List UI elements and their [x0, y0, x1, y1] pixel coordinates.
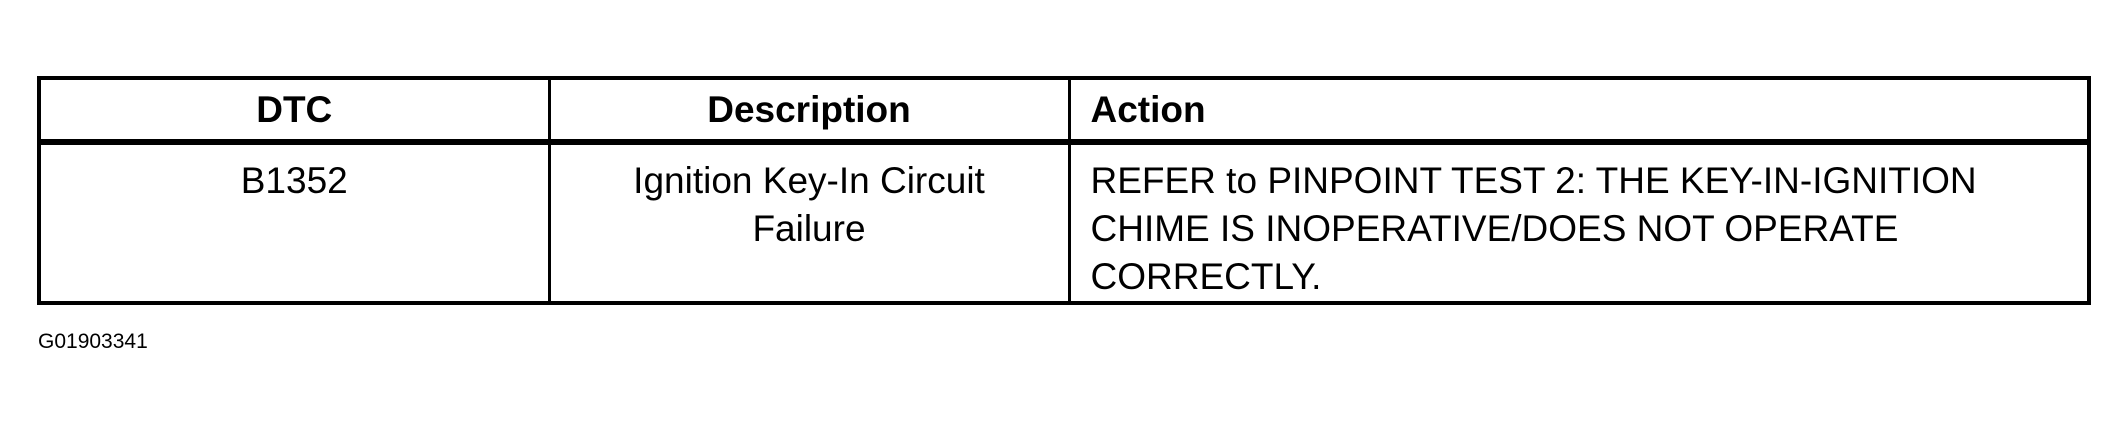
header-dtc: DTC	[37, 76, 551, 145]
header-action: Action	[1067, 76, 2091, 145]
dtc-table: DTC Description Action B1352 Ignition Ke…	[37, 76, 2091, 305]
header-row: DTC Description Action	[37, 76, 2091, 145]
cell-description: Ignition Key-In Circuit Failure	[547, 140, 1071, 305]
table-header: DTC Description Action	[37, 76, 2091, 145]
header-description: Description	[547, 76, 1071, 145]
cell-dtc-code: B1352	[37, 140, 551, 305]
table-row: B1352 Ignition Key-In Circuit Failure RE…	[37, 140, 2091, 305]
figure-id: G01903341	[38, 330, 148, 353]
cell-action: REFER to PINPOINT TEST 2: THE KEY-IN-IGN…	[1067, 140, 2091, 305]
table-body: B1352 Ignition Key-In Circuit Failure RE…	[37, 140, 2091, 305]
